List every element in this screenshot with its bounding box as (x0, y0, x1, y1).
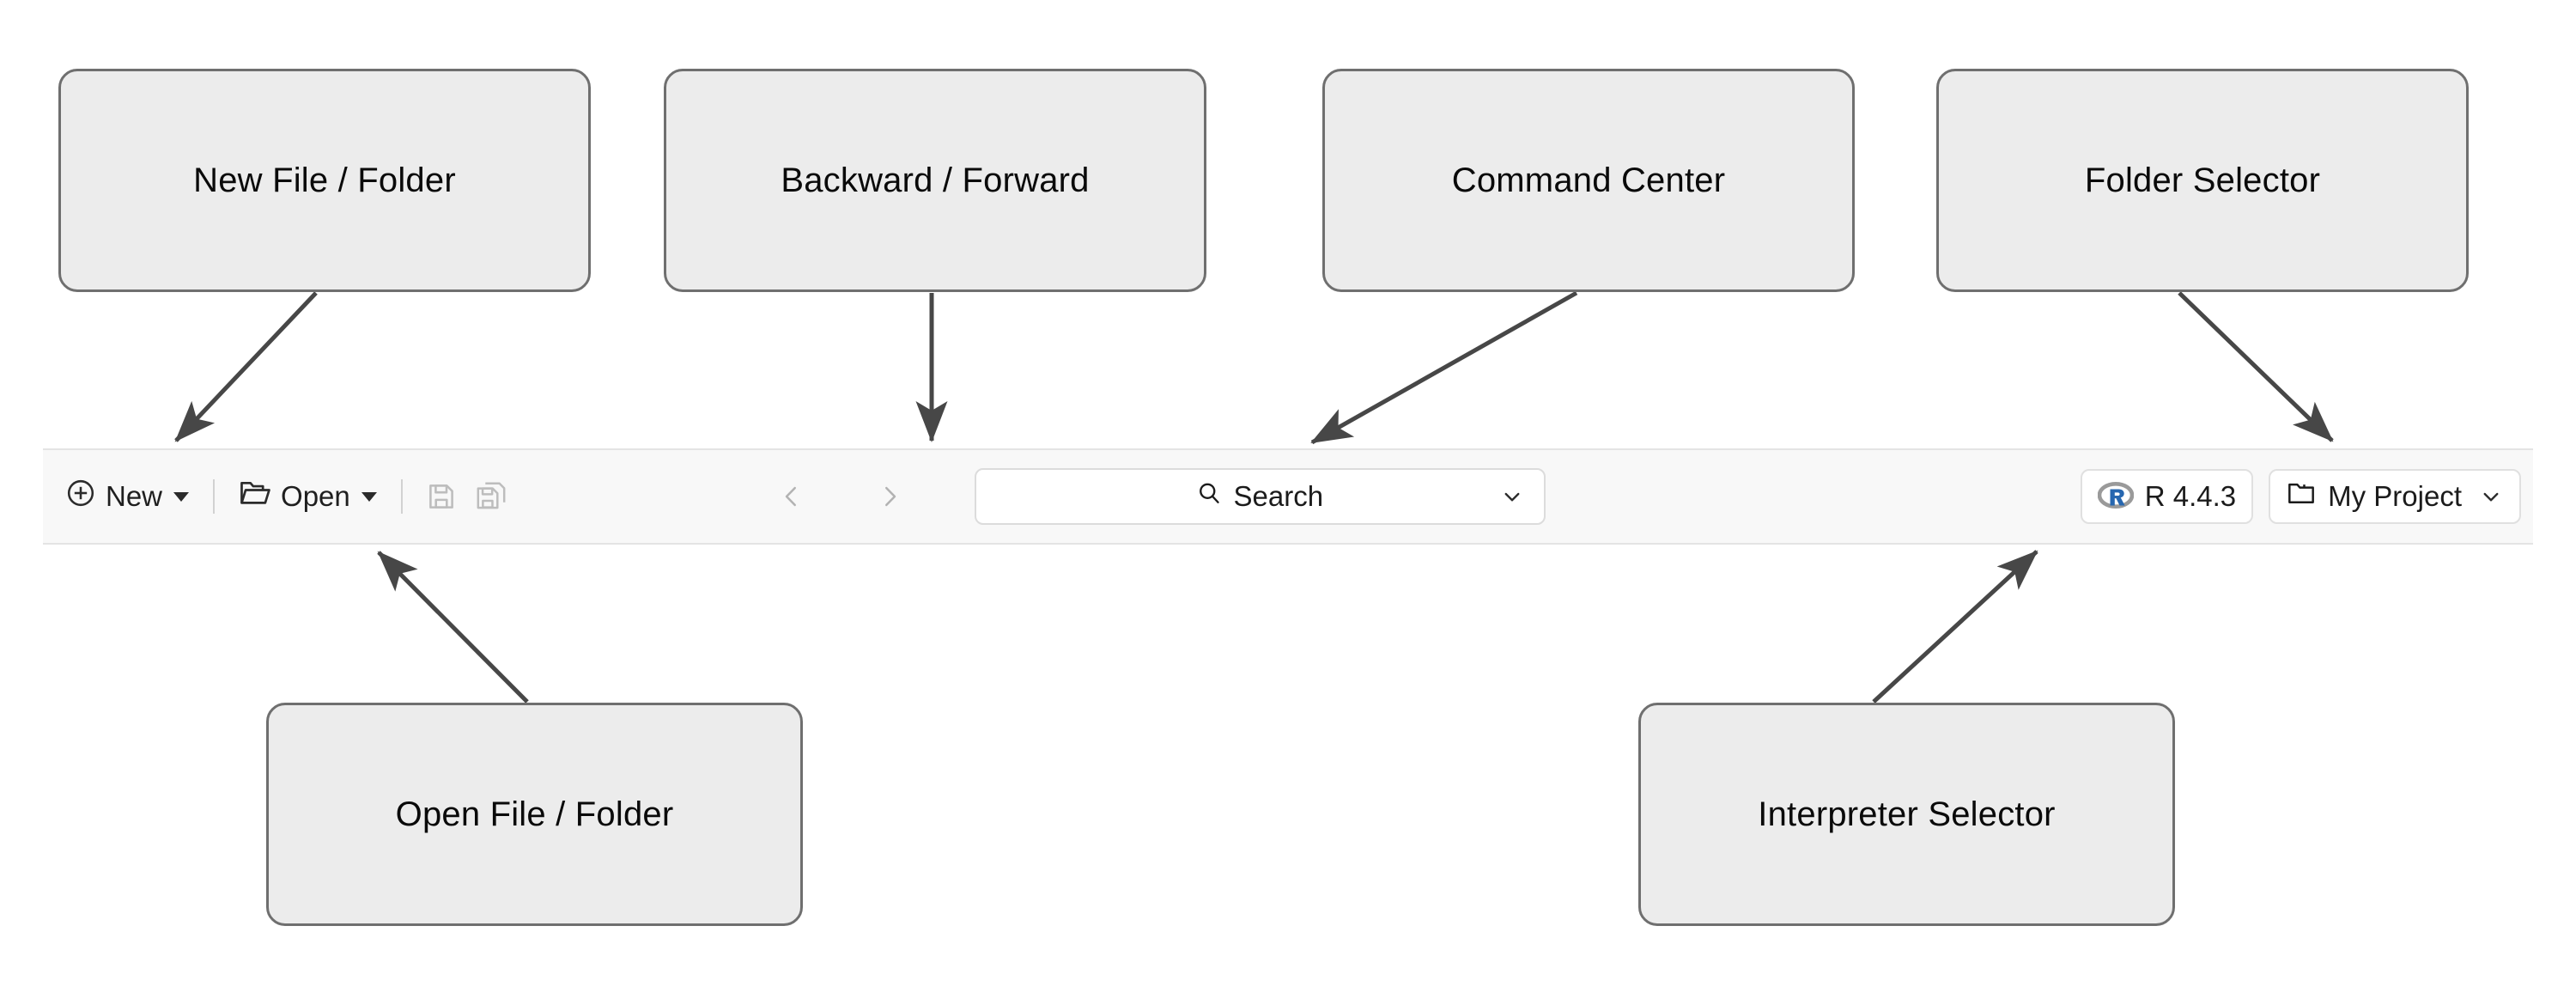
forward-button[interactable] (863, 470, 916, 523)
callout-label: Interpreter Selector (1758, 795, 2056, 833)
arrow-new-file-folder (174, 291, 318, 442)
open-folder-icon (239, 478, 271, 515)
open-button-label: Open (281, 480, 350, 512)
open-button[interactable]: Open (228, 470, 387, 523)
arrow-interpreter-selector (1872, 550, 2038, 704)
callout-folder-selector: Folder Selector (1936, 69, 2469, 292)
callout-label: Open File / Folder (395, 795, 674, 833)
callout-interpreter-selector: Interpreter Selector (1638, 703, 2175, 926)
new-group: New (55, 470, 199, 523)
chevron-down-icon (173, 491, 190, 502)
save-all-button[interactable] (466, 472, 516, 521)
chevron-down-icon (361, 491, 377, 502)
chevron-down-icon[interactable] (2478, 484, 2504, 509)
open-group: Open (228, 470, 387, 523)
folder-icon (2286, 479, 2317, 514)
interpreter-label: R 4.4.3 (2144, 480, 2237, 512)
search-icon (1196, 480, 1222, 513)
ide-toolbar: New Open (43, 448, 2533, 545)
interpreter-selector-button[interactable]: R 4.4.3 (2080, 469, 2254, 524)
callout-label: Folder Selector (2084, 161, 2321, 199)
callout-new-file-folder: New File / Folder (58, 69, 591, 292)
callout-label: Backward / Forward (781, 161, 1090, 199)
arrow-folder-selector (2178, 291, 2334, 442)
backward-button[interactable] (765, 470, 818, 523)
folder-selector-button[interactable]: My Project (2269, 469, 2521, 524)
arrow-open-file-folder (377, 551, 529, 704)
save-group (416, 472, 516, 521)
r-language-icon (2097, 481, 2135, 512)
callout-label: New File / Folder (193, 161, 456, 199)
navigation-group (765, 470, 916, 523)
callout-open-file-folder: Open File / Folder (266, 703, 803, 926)
new-button-label: New (106, 480, 163, 512)
toolbar-divider (213, 479, 216, 514)
plus-circle-icon (65, 478, 96, 515)
command-center-content: Search (1196, 480, 1323, 513)
callout-label: Command Center (1451, 161, 1726, 199)
save-button[interactable] (416, 472, 466, 521)
callout-backward-forward: Backward / Forward (664, 69, 1206, 292)
folder-label: My Project (2328, 480, 2462, 512)
command-center-placeholder: Search (1233, 480, 1324, 512)
callout-command-center: Command Center (1322, 69, 1855, 292)
command-center-search[interactable]: Search (974, 468, 1546, 525)
arrow-command-center (1310, 290, 1578, 445)
toolbar-divider (400, 479, 403, 514)
chevron-down-icon[interactable] (1499, 484, 1525, 509)
new-button[interactable]: New (55, 470, 199, 523)
